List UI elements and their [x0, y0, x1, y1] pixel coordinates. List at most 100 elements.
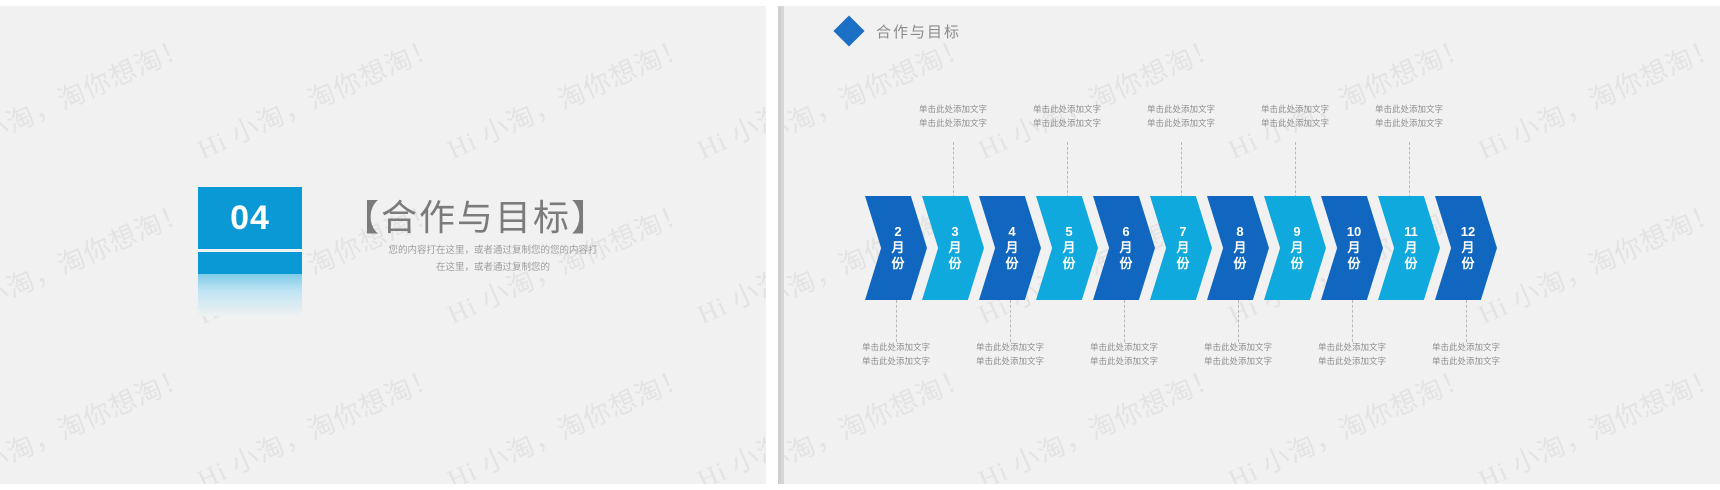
timeline-step-unit-2: 份 [1176, 255, 1190, 271]
caption-line-2: 单击此处添加文字 [861, 356, 931, 367]
watermark-text: Hi 小淘，淘你想淘！ [973, 361, 1225, 484]
watermark-text: Hi 小淘，淘你想淘！ [1473, 361, 1720, 484]
caption-line-2: 单击此处添加文字 [1146, 118, 1216, 129]
caption-line-2: 单击此处添加文字 [1089, 356, 1159, 367]
content-header-title: 合作与目标 [876, 23, 962, 41]
caption-line-1: 单击此处添加文字 [918, 104, 988, 114]
timeline-step-number: 6 [1122, 224, 1130, 240]
watermark-text: Hi 小淘，淘你想淘！ [692, 31, 766, 165]
timeline-step-number: 10 [1346, 224, 1362, 240]
timeline-caption-top[interactable]: 单击此处添加文字单击此处添加文字 [1033, 102, 1101, 131]
timeline-step-unit-1: 月 [1119, 240, 1133, 256]
timeline-step-unit-2: 份 [1347, 255, 1361, 271]
content-header: 合作与目标 [833, 15, 962, 47]
watermark-text: Hi 小淘，淘你想淘！ [778, 31, 975, 164]
timeline-caption-bottom[interactable]: 单击此处添加文字单击此处添加文字 [1204, 340, 1272, 369]
timeline-step-unit-1: 月 [1347, 240, 1361, 256]
caption-line-2: 单击此处添加文字 [1203, 356, 1273, 367]
timeline-caption-bottom[interactable]: 单击此处添加文字单击此处添加文字 [1090, 340, 1158, 369]
timeline-step-number: 3 [951, 224, 959, 240]
watermark-text: Hi 小淘，淘你想淘！ [778, 361, 975, 484]
timeline-step-unit-2: 份 [1062, 255, 1076, 271]
watermark-text: Hi 小淘，淘你想淘！ [692, 361, 766, 484]
timeline-step-unit-2: 份 [891, 255, 905, 271]
timeline-step-unit-1: 月 [1062, 240, 1076, 256]
timeline-step-unit-1: 月 [1461, 240, 1475, 256]
watermark-text: Hi 小淘，淘你想淘！ [442, 361, 694, 484]
timeline-caption-bottom[interactable]: 单击此处添加文字单击此处添加文字 [862, 340, 930, 369]
timeline-connector-line [953, 142, 954, 198]
timeline-connector-line [1067, 142, 1068, 198]
timeline-step-number: 9 [1293, 224, 1301, 240]
timeline-caption-bottom[interactable]: 单击此处添加文字单击此处添加文字 [1432, 340, 1500, 369]
watermark-text: Hi 小淘，淘你想淘！ [0, 361, 194, 484]
caption-line-1: 单击此处添加文字 [861, 342, 931, 352]
watermark-text: Hi 小淘，淘你想淘！ [692, 196, 766, 330]
section-number-tile: 04 [198, 187, 302, 249]
timeline-step-unit-2: 份 [1404, 255, 1418, 271]
timeline-connector-line [1238, 300, 1239, 342]
timeline-step-unit-2: 份 [1233, 255, 1247, 271]
timeline-caption-bottom[interactable]: 单击此处添加文字单击此处添加文字 [976, 340, 1044, 369]
page-subtitle-line-1: 您的内容打在这里，或者通过复制您的您的内容打 [388, 245, 598, 256]
caption-line-1: 单击此处添加文字 [1203, 342, 1273, 352]
timeline-caption-top[interactable]: 单击此处添加文字单击此处添加文字 [1375, 102, 1443, 131]
timeline-step-unit-2: 份 [1119, 255, 1133, 271]
watermark-text: Hi 小淘，淘你想淘！ [192, 31, 444, 165]
timeline-caption-top[interactable]: 单击此处添加文字单击此处添加文字 [1147, 102, 1215, 131]
watermark-text: Hi 小淘，淘你想淘！ [1223, 31, 1475, 165]
timeline-caption-bottom[interactable]: 单击此处添加文字单击此处添加文字 [1318, 340, 1386, 369]
timeline-step-unit-2: 份 [1290, 255, 1304, 271]
timeline-caption-top[interactable]: 单击此处添加文字单击此处添加文字 [1261, 102, 1329, 131]
timeline-connector-line [1010, 300, 1011, 342]
watermark-text: Hi 小淘，淘你想淘！ [192, 361, 444, 484]
page-subtitle-line-2: 在这里，或者通过复制您的 [435, 261, 550, 273]
caption-line-2: 单击此处添加文字 [1032, 118, 1102, 129]
timeline-step-unit-1: 月 [891, 240, 905, 256]
watermark-text: Hi 小淘，淘你想淘！ [1223, 361, 1475, 484]
watermark-text: Hi 小淘，淘你想淘！ [0, 31, 194, 164]
caption-line-2: 单击此处添加文字 [1374, 118, 1444, 129]
timeline-connector-line [1295, 142, 1296, 198]
slide-section-divider-left: Hi 小淘，淘你想淘！Hi 小淘，淘你想淘！Hi 小淘，淘你想淘！Hi 小淘，淘… [0, 6, 766, 484]
caption-line-2: 单击此处添加文字 [975, 356, 1045, 367]
timeline-step-number: 11 [1404, 224, 1418, 240]
timeline-connector-line [1352, 300, 1353, 342]
timeline-caption-top[interactable]: 单击此处添加文字单击此处添加文字 [919, 102, 987, 131]
timeline-connector-line [1466, 300, 1467, 342]
watermark-text: Hi 小淘，淘你想淘！ [0, 196, 194, 329]
caption-line-1: 单击此处添加文字 [1374, 104, 1444, 114]
timeline-step-number: 12 [1460, 224, 1476, 240]
section-number-text: 04 [230, 199, 270, 237]
timeline-step-unit-1: 月 [1233, 240, 1247, 256]
caption-line-1: 单击此处添加文字 [1431, 342, 1501, 352]
caption-line-1: 单击此处添加文字 [975, 342, 1045, 352]
watermark-text: Hi 小淘，淘你想淘！ [973, 31, 1225, 165]
timeline-step-unit-1: 月 [1404, 240, 1418, 256]
caption-line-2: 单击此处添加文字 [1317, 356, 1387, 367]
timeline-step-number: 8 [1236, 224, 1244, 240]
caption-line-1: 单击此处添加文字 [1089, 342, 1159, 352]
timeline-connector-line [1181, 142, 1182, 198]
timeline-step-unit-2: 份 [1461, 255, 1475, 271]
caption-line-2: 单击此处添加文字 [1260, 118, 1330, 129]
